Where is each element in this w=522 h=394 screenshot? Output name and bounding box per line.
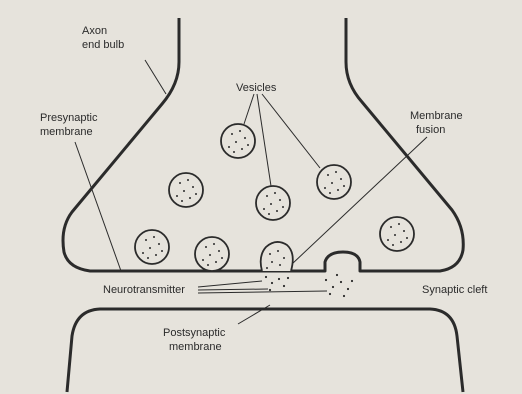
vesicle xyxy=(256,186,290,220)
postsynaptic-membrane-outline xyxy=(67,309,463,392)
label-axon-end-bulb-line1: Axon xyxy=(82,25,107,38)
vesicle xyxy=(317,165,351,199)
label-postsynaptic-membrane-line1: Postsynaptic xyxy=(163,327,225,340)
vesicle xyxy=(380,217,414,251)
label-presynaptic-membrane-line1: Presynaptic xyxy=(40,112,97,125)
label-axon-end-bulb-line2: end bulb xyxy=(82,39,124,52)
label-synaptic-cleft: Synaptic cleft xyxy=(422,284,487,297)
vesicle xyxy=(169,173,203,207)
fusing-vesicle xyxy=(261,242,293,271)
label-membrane-fusion-line2: fusion xyxy=(416,124,445,137)
vesicle xyxy=(135,230,169,264)
label-neurotransmitter: Neurotransmitter xyxy=(103,284,185,297)
label-postsynaptic-membrane-line2: membrane xyxy=(169,341,222,354)
label-vesicles: Vesicles xyxy=(236,82,276,95)
vesicle xyxy=(195,237,229,271)
label-presynaptic-membrane-line2: membrane xyxy=(40,126,93,139)
label-membrane-fusion-line1: Membrane xyxy=(410,110,463,123)
neurotransmitter-dots xyxy=(265,274,353,297)
vesicle xyxy=(221,124,255,158)
